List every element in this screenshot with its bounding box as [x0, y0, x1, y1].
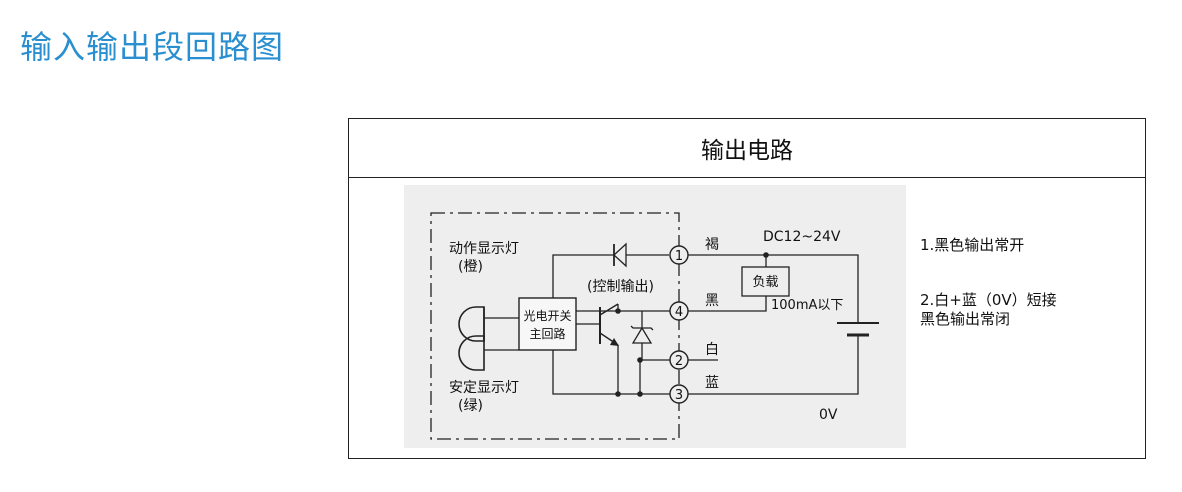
output-circuit-panel: 输出电路	[348, 118, 1146, 459]
transistor-arrow	[610, 338, 619, 346]
stable-lamp-color: (绿)	[458, 398, 483, 414]
sensor-enclosure	[430, 212, 680, 440]
note-normally-closed-line1: 2.白+蓝（0V）短接	[920, 291, 1057, 309]
note-normally-open: 1.黑色输出常开	[920, 236, 1025, 254]
zener-diode-icon	[630, 325, 654, 344]
supply-junction-dot	[763, 252, 769, 258]
transistor-collector	[599, 303, 619, 316]
terminal-3-label: 3	[675, 388, 683, 403]
control-output-label: (控制输出)	[587, 279, 654, 295]
wire-return-3	[552, 350, 670, 395]
main-circuit-line2: 主回路	[529, 326, 565, 341]
battery-icon	[837, 322, 879, 337]
main-circuit-line1: 光电开关	[523, 309, 571, 323]
load-label: 负载	[752, 275, 778, 290]
main-circuit-box	[518, 297, 577, 351]
terminal-2: 2	[669, 350, 689, 370]
junction-dot	[615, 391, 621, 397]
junction-dot	[615, 308, 621, 314]
action-lamp-color: (橙)	[458, 259, 483, 275]
zero-volt-label: 0V	[819, 407, 838, 423]
circuit-diagram-svg: 1 4 2 3	[430, 212, 879, 440]
load-current-label: 100mA以下	[771, 298, 843, 313]
panel-header: 输出电路	[349, 119, 1145, 178]
supply-label: DC12~24V	[763, 229, 841, 245]
note-normally-closed-line2: 黑色输出常闭	[920, 310, 1011, 328]
terminal-1: 1	[669, 245, 689, 265]
terminal-3: 3	[669, 384, 689, 404]
circuit-diagram: 1 4 2 3	[404, 185, 906, 448]
terminal-4: 4	[669, 301, 689, 321]
wire-brown-label: 褐	[705, 237, 719, 253]
wire-black-label: 黑	[705, 293, 719, 309]
diode-icon	[613, 242, 627, 268]
terminal-1-label: 1	[675, 249, 683, 264]
wire-terminal1-loop	[552, 254, 669, 298]
load-box	[741, 266, 790, 297]
terminal-4-label: 4	[675, 305, 683, 320]
stable-lamp-label: 安定显示灯	[449, 380, 519, 396]
brown-wire	[688, 254, 859, 323]
load-bottom-wire	[688, 296, 767, 312]
wire-blue-label: 蓝	[705, 375, 719, 391]
blue-wire	[688, 335, 859, 395]
terminal-2-label: 2	[675, 354, 683, 369]
page-title: 输入输出段回路图	[20, 28, 285, 66]
junction-dot	[637, 391, 643, 397]
stable-lamp-icon	[458, 335, 485, 371]
wire-white-label: 白	[705, 342, 719, 358]
action-lamp-label: 动作显示灯	[449, 241, 519, 257]
junction-dot	[637, 357, 643, 363]
